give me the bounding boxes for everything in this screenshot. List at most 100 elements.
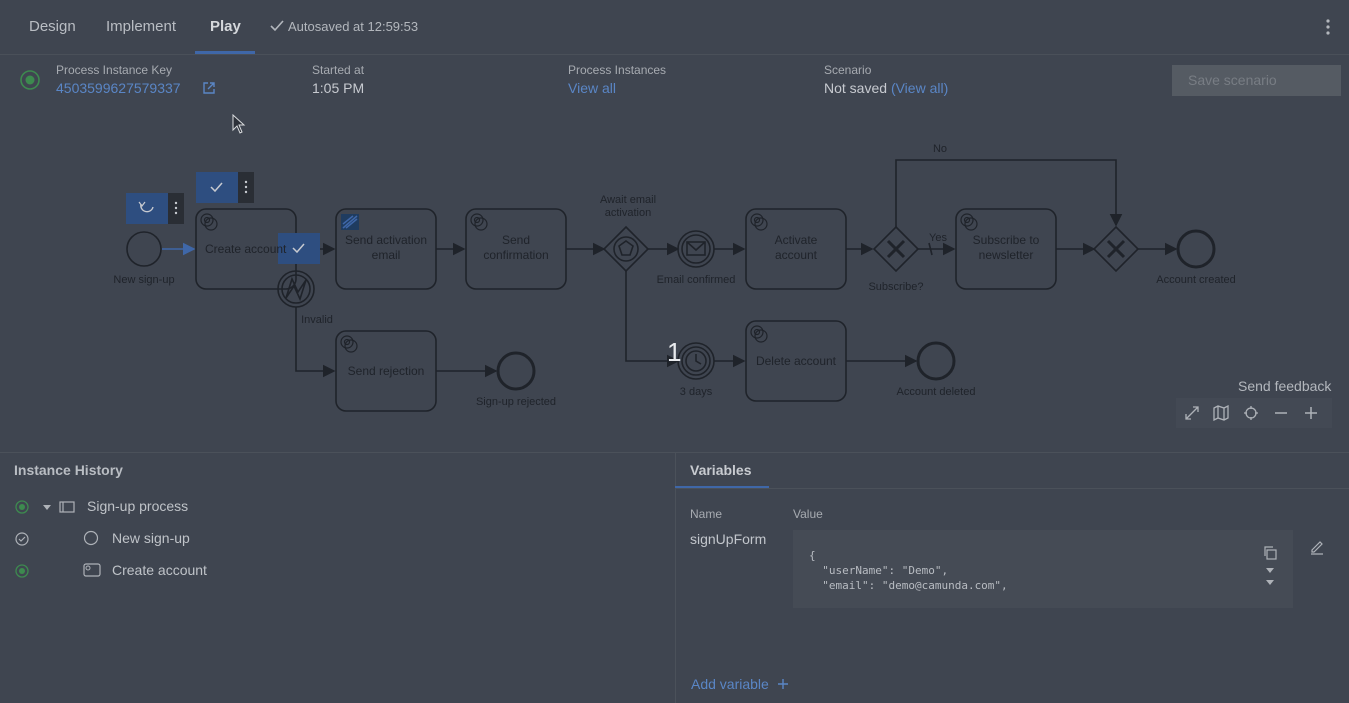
history-item-label: New sign-up [112, 530, 190, 546]
event-gateway-await-activation[interactable] [602, 225, 650, 273]
label-send-confirmation-2: confirmation [483, 248, 548, 262]
connector-icon [341, 214, 359, 230]
zoom-out-icon[interactable] [1273, 405, 1289, 421]
task-subscribe-newsletter[interactable] [955, 208, 1057, 290]
start-event-icon [83, 530, 99, 546]
flow-invalid [295, 307, 336, 378]
envelope-icon [686, 241, 706, 256]
active-tab-indicator [195, 51, 255, 54]
check-icon [270, 20, 284, 32]
end-event-created[interactable] [1176, 229, 1216, 269]
zoom-in-icon[interactable] [1303, 405, 1319, 421]
scenario-label: Scenario [824, 63, 872, 77]
gateway-subscribe[interactable] [872, 225, 920, 273]
task-send-rejection[interactable] [335, 330, 437, 412]
tab-play[interactable]: Play [210, 18, 241, 35]
tab-design[interactable]: Design [29, 18, 76, 35]
x-icon [1106, 239, 1126, 259]
save-scenario-button[interactable]: Save scenario [1172, 65, 1341, 96]
bpmn-diagram[interactable]: New sign-up Sign-up rejected Email confi… [0, 100, 1349, 445]
send-feedback-link[interactable]: Send feedback [1238, 378, 1332, 394]
caret-down-icon[interactable] [1265, 567, 1275, 575]
process-icon [59, 501, 75, 513]
variables-tab-indicator [675, 486, 769, 488]
label-activate-1: Activate [775, 233, 818, 247]
name-column-header: Name [690, 507, 723, 521]
label-send-confirmation-1: Send [502, 233, 530, 247]
center-icon[interactable] [1243, 405, 1259, 421]
label-create-account: Create account [205, 242, 287, 256]
autosave-text: Autosaved at 12:59:53 [288, 19, 419, 34]
label-email-confirmed: Email confirmed [657, 274, 736, 286]
instance-active-status-icon [20, 70, 40, 90]
started-at-label: Started at [312, 63, 365, 77]
completed-status-icon [15, 532, 29, 546]
label-no: No [933, 143, 947, 155]
minimap-icon[interactable] [1213, 405, 1229, 421]
variable-value-editor[interactable]: { "userName": "Demo", "email": "demo@cam… [793, 530, 1293, 608]
task-activate-account[interactable] [745, 208, 847, 290]
overflow-menu-icon[interactable] [1321, 18, 1335, 36]
label-subscribe-2: newsletter [979, 248, 1034, 262]
start-event[interactable] [126, 231, 162, 267]
variable-name: signUpForm [690, 531, 767, 547]
process-instances-label: Process Instances [568, 63, 667, 77]
variables-tab-border [676, 488, 1349, 489]
default-flow-mark [928, 242, 933, 256]
event-gateway-circle [613, 236, 639, 262]
task-delete-account[interactable] [745, 320, 847, 402]
retry-overlay[interactable] [126, 193, 184, 224]
label-send-activation-2: email [372, 248, 401, 262]
pentagon-icon [618, 240, 634, 256]
end-event-deleted[interactable] [916, 341, 956, 381]
instance-key-link[interactable]: 4503599627579337 [56, 80, 181, 96]
task-send-confirmation[interactable] [465, 208, 567, 290]
copy-icon[interactable] [1262, 545, 1278, 561]
plus-icon [777, 679, 788, 689]
gateway-join[interactable] [1092, 225, 1140, 273]
message-event-inner [681, 234, 711, 264]
scenario-view-all-link[interactable]: (View all) [890, 80, 949, 96]
timer-event[interactable] [677, 342, 715, 380]
task-icon [83, 563, 101, 577]
gear-icon [960, 213, 978, 231]
task-send-activation-email[interactable] [335, 208, 437, 290]
envelope-flap [686, 241, 706, 252]
message-event[interactable] [677, 230, 715, 268]
retry-icon [140, 203, 154, 213]
complete-overlay-activation[interactable] [278, 233, 320, 264]
caret-down-icon[interactable] [1265, 579, 1275, 587]
tab-implement[interactable]: Implement [106, 18, 177, 35]
tab-variables[interactable]: Variables [690, 462, 752, 478]
panel-divider [0, 452, 1349, 453]
chevron-down-icon[interactable] [42, 502, 52, 512]
add-variable-button[interactable]: Add variable [691, 676, 789, 692]
retry-arrow [138, 201, 146, 207]
instance-key-label: Process Instance Key [56, 63, 173, 77]
autosave-status: Autosaved at 12:59:53 [270, 19, 418, 34]
label-activate-2: account [775, 248, 818, 262]
code-line: "userName": "Demo", [809, 564, 949, 577]
check-icon [292, 243, 305, 254]
complete-overlay-create[interactable] [196, 172, 254, 203]
external-link-icon[interactable] [202, 81, 216, 95]
active-status-icon [15, 564, 29, 578]
end-event-rejected[interactable] [496, 351, 536, 391]
label-subscribe-1: Subscribe to [973, 233, 1040, 247]
label-yes: Yes [929, 232, 947, 244]
check-icon [210, 182, 223, 193]
token-count-badge: 1 [667, 337, 681, 367]
active-status-icon [15, 500, 29, 514]
label-subscribe-gateway: Subscribe? [868, 281, 923, 293]
x-icon [886, 239, 906, 259]
label-send-activation-1: Send activation [345, 233, 427, 247]
fullscreen-icon[interactable] [1184, 405, 1200, 421]
panel-splitter[interactable] [675, 452, 676, 703]
instance-history-title: Instance History [14, 462, 123, 478]
process-instances-view-all-link[interactable]: View all [568, 80, 616, 96]
gear-icon [340, 335, 358, 353]
label-await-2: activation [605, 207, 651, 219]
edit-icon[interactable] [1309, 539, 1325, 555]
label-send-rejection: Send rejection [348, 364, 425, 378]
zoom-controls [1176, 398, 1332, 428]
